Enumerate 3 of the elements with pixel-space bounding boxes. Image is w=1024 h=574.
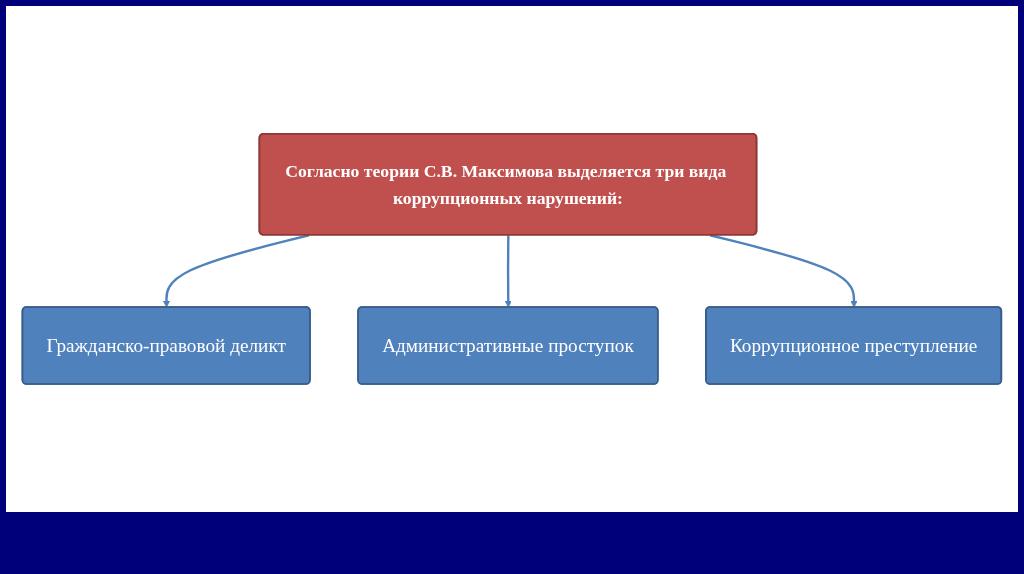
- arrow: [504, 235, 512, 308]
- arrow: [163, 234, 310, 308]
- arrow: [709, 234, 858, 308]
